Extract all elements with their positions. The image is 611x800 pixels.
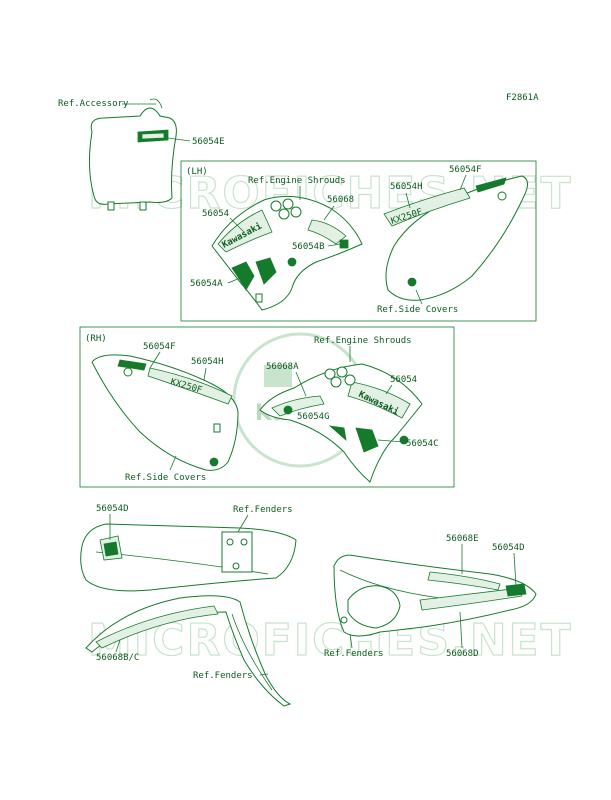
label-lh-56054F: 56054F xyxy=(449,165,482,175)
decal-56068D xyxy=(419,587,523,611)
decal-56054H xyxy=(147,367,233,405)
label-lh-ref-engine-shrouds: Ref.Engine Shrouds xyxy=(248,176,346,186)
label-rh-56054F: 56054F xyxy=(143,342,176,352)
label-rh-ref-side-covers: Ref.Side Covers xyxy=(125,473,206,483)
lh-side-cover: KX250F xyxy=(383,175,528,301)
decal-56054C xyxy=(355,427,379,453)
front-fender-lower xyxy=(85,595,292,707)
decal-56054A xyxy=(231,261,255,291)
lh-engine-shroud: Kawasaki xyxy=(211,195,363,311)
rear-fender xyxy=(333,554,537,637)
lh-section-box xyxy=(180,160,537,322)
label-lh-56054A: 56054A xyxy=(190,279,223,289)
watermark-logo-square xyxy=(264,365,292,387)
label-rr-56068D: 56068D xyxy=(446,649,479,659)
decal-56068BC xyxy=(95,605,219,649)
rh-section-box xyxy=(79,326,455,488)
label-rr-ref-fenders: Ref.Fenders xyxy=(324,649,384,659)
lh-section-label: (LH) xyxy=(186,167,208,177)
label-rh-56054H: 56054H xyxy=(191,357,224,367)
label-rh-56054G: 56054G xyxy=(297,412,330,422)
decal-rh-56054 xyxy=(347,381,411,419)
rh-section-label: (RH) xyxy=(85,334,107,344)
label-56054E: 56054E xyxy=(192,137,225,147)
label-rr-56068E: 56068E xyxy=(446,534,479,544)
label-rh-ref-engine-shrouds: Ref.Engine Shrouds xyxy=(314,336,412,346)
label-lh-56068: 56068 xyxy=(327,195,354,205)
label-fr-56068BC: 56068B/C xyxy=(96,653,139,663)
label-lh-56054H: 56054H xyxy=(390,182,423,192)
label-fr-56054D: 56054D xyxy=(96,504,129,514)
figure-code: F2861A xyxy=(506,93,539,103)
rh-side-cover: KX250F xyxy=(91,354,239,471)
front-number-plate xyxy=(88,98,177,211)
decal-56054 xyxy=(217,209,273,253)
label-ref-accessory: Ref.Accessory xyxy=(58,99,129,109)
decal-56054D-rear xyxy=(505,583,527,597)
label-lh-ref-side-covers: Ref.Side Covers xyxy=(377,305,458,315)
decal-56054B xyxy=(339,239,349,249)
decal-56068E xyxy=(427,571,501,591)
rh-engine-shroud: Kawasaki xyxy=(259,363,423,483)
label-fr-ref-fenders-bottom: Ref.Fenders xyxy=(193,671,253,681)
label-rh-56054C: 56054C xyxy=(406,439,439,449)
label-lh-56054B: 56054B xyxy=(292,242,325,252)
label-lh-56054: 56054 xyxy=(202,209,229,219)
label-fr-ref-fenders-top: Ref.Fenders xyxy=(233,505,293,515)
label-rh-56054: 56054 xyxy=(390,375,417,385)
label-rh-56068A: 56068A xyxy=(266,362,299,372)
label-rr-56054D: 56054D xyxy=(492,543,525,553)
front-fender-upper xyxy=(80,523,297,592)
